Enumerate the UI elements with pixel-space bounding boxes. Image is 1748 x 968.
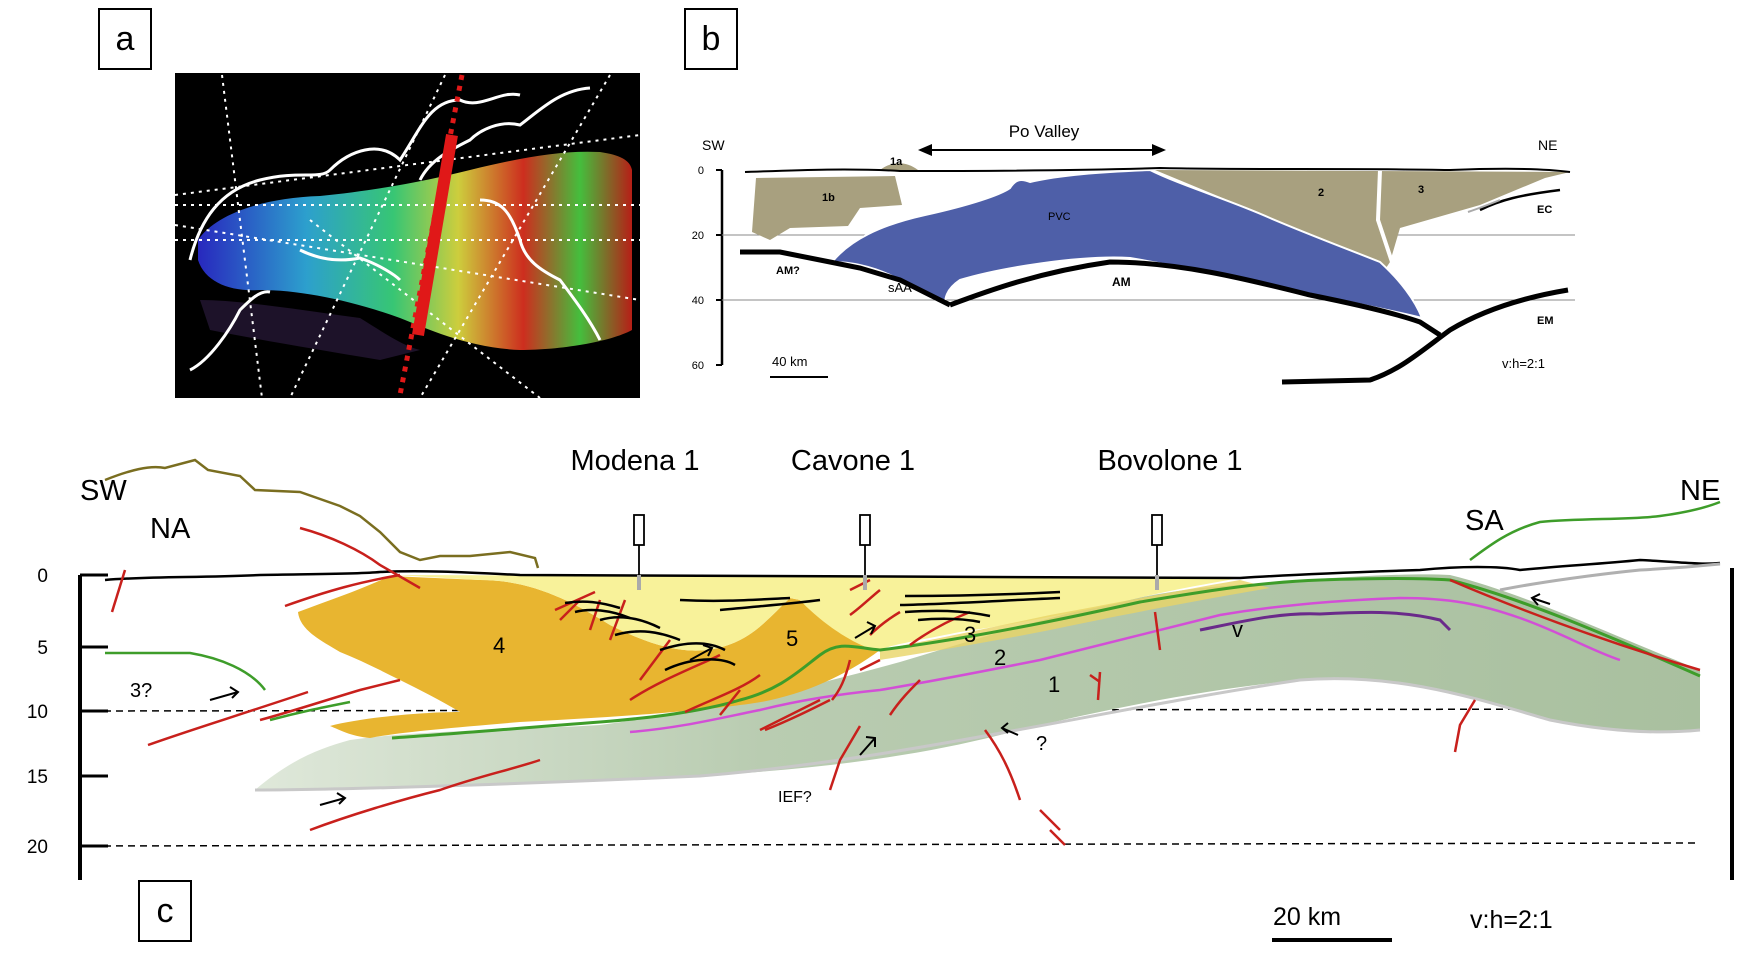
- unit-3-yellow-wedge: [880, 580, 1270, 660]
- panel-c-sw: SW: [80, 475, 127, 507]
- ec-label: EC: [1537, 204, 1552, 216]
- panel-b-tag: b: [684, 8, 738, 70]
- well-modena-1: [633, 514, 645, 575]
- unit-v-label: v: [1232, 617, 1243, 642]
- border-lines: [188, 86, 602, 372]
- unit-5-label: 5: [786, 626, 798, 651]
- panel-b-tick-60: 60: [692, 360, 704, 372]
- question-label: ?: [1036, 733, 1047, 755]
- unit-2-3-body: [1155, 170, 1570, 280]
- panel-b-ne: NE: [1538, 137, 1557, 153]
- panel-c-topography: [104, 558, 1721, 582]
- em-line: [1281, 287, 1569, 385]
- topography-margin: [200, 300, 420, 360]
- panel-b-tick-40: 40: [692, 295, 704, 307]
- panel-b-tick-0: 0: [698, 165, 704, 177]
- unit-1b-body: [752, 176, 902, 240]
- ec-line: [1479, 188, 1561, 212]
- panel-c-tick-10: 10: [27, 702, 48, 723]
- unit-4-label: 4: [493, 633, 505, 658]
- panel-b-tick-20: 20: [692, 230, 704, 242]
- panel-c-ratio: v:h=2:1: [1470, 906, 1553, 934]
- saa-label: sAA: [888, 280, 912, 295]
- section-line-main: [412, 133, 458, 337]
- panel-c-tick-15: 15: [27, 767, 48, 788]
- purple-horizon-v: [1199, 610, 1452, 632]
- am-label: AM: [1112, 275, 1131, 289]
- panel-b-scale-label: 40 km: [772, 354, 807, 369]
- unit-1b-label: 1b: [822, 192, 835, 204]
- well-cavone-1: [859, 514, 871, 575]
- panel-c-tick-0: 0: [37, 566, 48, 587]
- well-bovolone-1-label: Bovolone 1: [1097, 445, 1242, 477]
- top-basement-green-line: [391, 577, 1701, 740]
- em-label: EM: [1537, 315, 1554, 327]
- panel-c-tick-5: 5: [37, 638, 48, 659]
- unit-3-label: 3: [1418, 184, 1424, 196]
- well-modena-1-label: Modena 1: [571, 445, 700, 477]
- magenta-horizon: [629, 596, 1621, 734]
- am-line-main: [949, 259, 1442, 338]
- panel-a-map: [174, 73, 641, 399]
- panel-c-section: 0 5 10 15 20: [27, 445, 1734, 942]
- panel-c-ne: NE: [1680, 475, 1720, 507]
- unit-1a-body: [880, 163, 918, 170]
- apennine-olive-line: [104, 458, 540, 569]
- unit-1a-label: 1a: [890, 156, 903, 168]
- na-label: NA: [150, 513, 191, 545]
- panel-c-tick-20: 20: [27, 837, 48, 858]
- po-valley-title: Po Valley: [1009, 122, 1080, 141]
- unit-3q-line: [105, 651, 266, 691]
- panel-b-topography: [744, 166, 1571, 173]
- unit-3q-label: 3?: [130, 680, 152, 702]
- pvc-body: [829, 168, 1424, 320]
- alps-green-line: [1469, 500, 1721, 562]
- topography-surface: [198, 151, 632, 350]
- panel-b-ratio: v:h=2:1: [1502, 356, 1545, 371]
- unit-3-label: 3: [964, 622, 976, 647]
- am-line: [740, 249, 952, 308]
- well-cavone-1-label: Cavone 1: [791, 445, 915, 477]
- unit-2-label: 2: [994, 645, 1006, 670]
- panel-b-section: Po Valley SW NE 0 20 40 60: [692, 122, 1575, 385]
- slip-arrows: [209, 593, 1551, 806]
- ief-label: IEF?: [778, 789, 812, 806]
- well-bovolone-1: [1151, 514, 1163, 575]
- black-reflector-lines: [564, 590, 1061, 672]
- unit-2-label: 2: [1318, 187, 1324, 199]
- panel-c-scale-label: 20 km: [1273, 903, 1341, 931]
- panel-a-tag: a: [98, 8, 152, 70]
- unit-1-label: 1: [1048, 672, 1060, 697]
- pvc-label: PVC: [1048, 211, 1071, 223]
- panel-b-sw: SW: [702, 137, 725, 153]
- am-q-label: AM?: [776, 265, 800, 277]
- panel-c-tag: c: [138, 880, 192, 942]
- unit-1-green-body: [255, 574, 1700, 791]
- sa-label: SA: [1465, 505, 1504, 537]
